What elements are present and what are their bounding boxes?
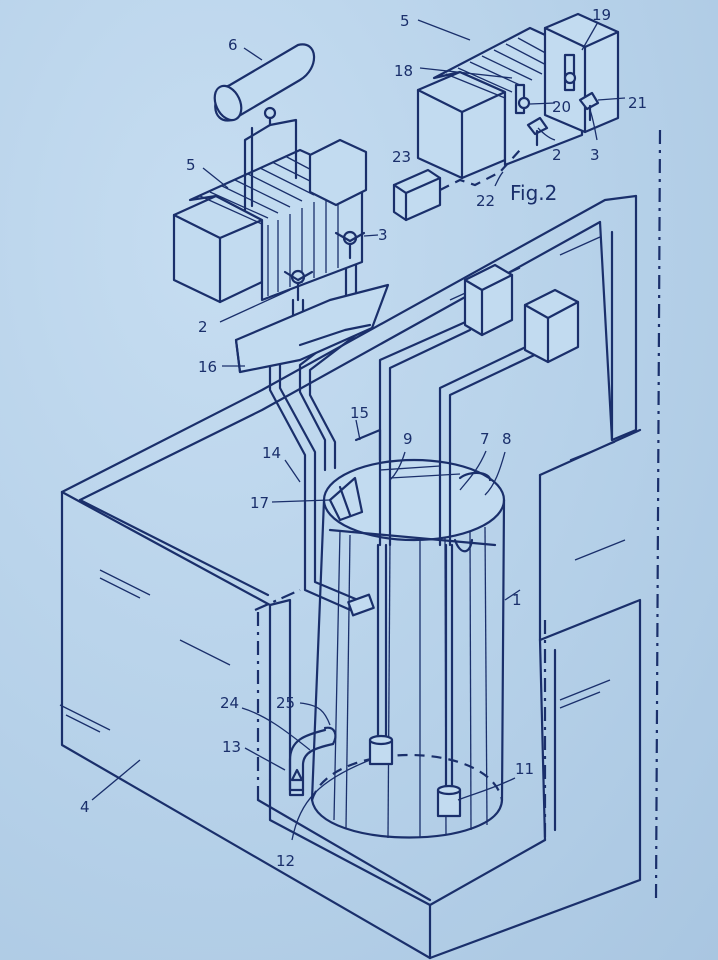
- label-24: 24: [220, 694, 239, 712]
- label-25: 25: [276, 694, 295, 712]
- conservator-6: [213, 43, 316, 212]
- sensor-11: [436, 784, 462, 818]
- label-11: 11: [515, 760, 534, 778]
- label-12: 12: [276, 852, 295, 870]
- label-22: 22: [476, 192, 495, 210]
- label-4: 4: [80, 798, 90, 816]
- junction-box-a: [463, 263, 514, 337]
- label-23: 23: [392, 148, 411, 166]
- tank-cylinder: [310, 458, 506, 839]
- label-16: 16: [198, 358, 217, 376]
- sensor-12: [368, 734, 394, 766]
- transformer-main: [172, 138, 368, 304]
- collector-16: [234, 283, 390, 374]
- conduits: [376, 318, 547, 792]
- label-3: 3: [378, 226, 388, 244]
- label-1: 1: [512, 591, 522, 609]
- figure-caption: Fig.2: [510, 181, 557, 205]
- label-2-fig2: 2: [552, 146, 562, 164]
- label-20: 20: [552, 98, 571, 116]
- label-5: 5: [186, 156, 196, 174]
- label-14: 14: [262, 444, 281, 462]
- label-13: 13: [222, 738, 241, 756]
- fig2-transformer: [416, 12, 620, 180]
- label-2: 2: [198, 318, 208, 336]
- part-labels: 6 5 3 2 16 15 14 17 9 7 8 1 24 25 13 4 1…: [80, 6, 647, 870]
- label-15: 15: [350, 404, 369, 422]
- fig2-box-23: [392, 149, 521, 222]
- label-21: 21: [628, 94, 647, 112]
- label-8: 8: [502, 430, 512, 448]
- room-enclosure: [59, 129, 662, 960]
- label-9: 9: [403, 430, 413, 448]
- label-17: 17: [250, 494, 269, 512]
- label-3-fig2: 3: [590, 146, 600, 164]
- label-7: 7: [480, 430, 490, 448]
- tank-shading: [333, 465, 488, 839]
- label-18: 18: [394, 62, 413, 80]
- label-5-fig2: 5: [400, 12, 410, 30]
- label-6: 6: [228, 36, 238, 54]
- junction-box-b: [523, 288, 580, 364]
- label-19: 19: [592, 6, 611, 24]
- leader-lines: [91, 19, 626, 841]
- valve-17: [328, 476, 364, 522]
